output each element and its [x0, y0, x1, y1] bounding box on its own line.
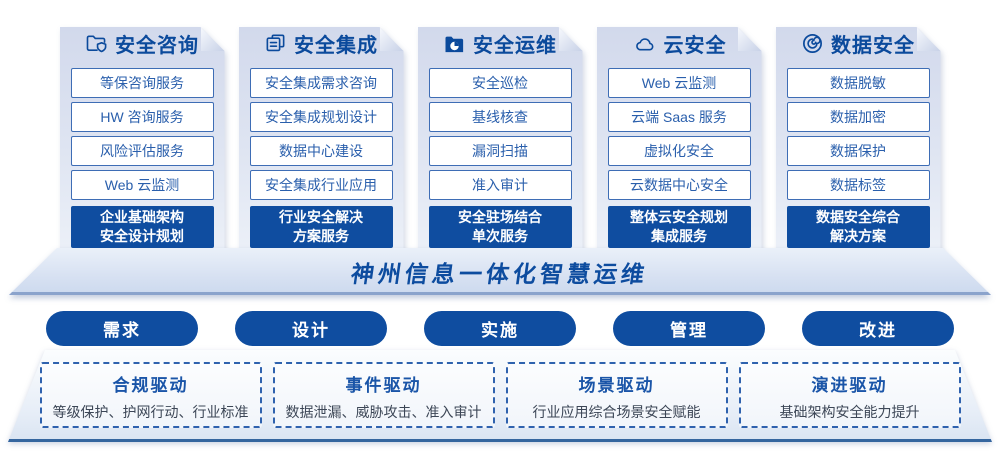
solution-line: 解决方案 [830, 228, 886, 244]
banner-title: 神州信息一体化智慧运维 [349, 260, 651, 287]
card-header: 云安全 [597, 27, 762, 60]
card-title: 安全集成 [294, 35, 378, 57]
solution-line: 方案服务 [293, 228, 349, 244]
service-item: 数据中心建设 [250, 136, 393, 166]
driver-box-compliance: 合规驱动 等级保护、护网行动、行业标准 [39, 362, 262, 428]
process-pill-implement: 实施 [424, 311, 576, 346]
solution-line: 企业基础架构 [100, 209, 184, 225]
service-item: 安全集成行业应用 [250, 170, 393, 200]
driver-desc: 等级保护、护网行动、行业标准 [52, 404, 249, 420]
card-header: 数据安全 [776, 27, 941, 60]
card-items: 安全集成需求咨询 安全集成规划设计 数据中心建设 安全集成行业应用 [239, 60, 404, 200]
folder-clock-icon [443, 32, 466, 55]
card-fold-corner [917, 27, 941, 51]
service-item: 安全集成需求咨询 [250, 68, 393, 98]
card-header: 安全运维 [418, 27, 583, 60]
service-item: 数据标签 [787, 170, 930, 200]
card-header: 安全咨询 [60, 27, 225, 60]
service-item: 云数据中心安全 [608, 170, 751, 200]
driver-desc: 数据泄漏、威胁攻击、准入审计 [285, 404, 482, 420]
service-item: 基线核查 [429, 102, 572, 132]
service-card-data: 数据安全 数据脱敏 数据加密 数据保护 数据标签 数据安全综合 解决方案 [776, 8, 941, 269]
driver-box-incident: 事件驱动 数据泄漏、威胁攻击、准入审计 [272, 362, 495, 428]
solution-line: 整体云安全规划 [630, 209, 728, 225]
stacked-docs-icon [264, 32, 287, 55]
service-item: 云端 Saas 服务 [608, 102, 751, 132]
driver-title: 演进驱动 [811, 376, 888, 395]
service-item: 虚拟化安全 [608, 136, 751, 166]
solution-box: 整体云安全规划 集成服务 [608, 206, 751, 248]
card-header: 安全集成 [239, 27, 404, 60]
service-item: 数据脱敏 [787, 68, 930, 98]
process-pill-manage: 管理 [613, 311, 765, 346]
solution-box: 企业基础架构 安全设计规划 [71, 206, 214, 248]
solution-line: 集成服务 [651, 228, 707, 244]
process-pill-improve: 改进 [802, 311, 954, 346]
service-columns: 安全咨询 等保咨询服务 HW 咨询服务 风险评估服务 Web 云监测 企业基础架… [0, 8, 1000, 269]
service-item: 准入审计 [429, 170, 572, 200]
card-title: 数据安全 [831, 35, 915, 57]
driver-box-evolution: 演进驱动 基础架构安全能力提升 [738, 362, 961, 428]
service-card: 数据安全 数据脱敏 数据加密 数据保护 数据标签 数据安全综合 解决方案 [776, 27, 941, 269]
service-item: 风险评估服务 [71, 136, 214, 166]
card-fold-corner [738, 27, 762, 51]
card-fold-corner [201, 27, 225, 51]
card-fold-corner [559, 27, 583, 51]
solution-line: 单次服务 [472, 228, 528, 244]
process-pill-design: 设计 [235, 311, 387, 346]
driver-desc: 行业应用综合场景安全赋能 [532, 404, 701, 420]
card-items: 安全巡检 基线核查 漏洞扫描 准入审计 [418, 60, 583, 200]
data-spiral-icon [801, 32, 824, 55]
service-card: 安全运维 安全巡检 基线核查 漏洞扫描 准入审计 安全驻场结合 单次服务 [418, 27, 583, 269]
service-card-operations: 安全运维 安全巡检 基线核查 漏洞扫描 准入审计 安全驻场结合 单次服务 [418, 8, 583, 269]
process-steps: 需求 设计 实施 管理 改进 [0, 311, 1000, 346]
card-title: 安全运维 [473, 35, 557, 57]
process-pill-demand: 需求 [46, 311, 198, 346]
driver-title: 合规驱动 [112, 376, 189, 395]
card-items: Web 云监测 云端 Saas 服务 虚拟化安全 云数据中心安全 [597, 60, 762, 200]
driver-title: 场景驱动 [578, 376, 655, 395]
service-item: Web 云监测 [71, 170, 214, 200]
service-card-integration: 安全集成 安全集成需求咨询 安全集成规划设计 数据中心建设 安全集成行业应用 行… [239, 8, 404, 269]
solution-box: 行业安全解决 方案服务 [250, 206, 393, 248]
service-card-consulting: 安全咨询 等保咨询服务 HW 咨询服务 风险评估服务 Web 云监测 企业基础架… [60, 8, 225, 269]
service-item: 安全巡检 [429, 68, 572, 98]
service-item: 安全集成规划设计 [250, 102, 393, 132]
service-item: 漏洞扫描 [429, 136, 572, 166]
drivers-row: 合规驱动 等级保护、护网行动、行业标准 事件驱动 数据泄漏、威胁攻击、准入审计 … [0, 362, 1000, 428]
service-card-cloud: 云安全 Web 云监测 云端 Saas 服务 虚拟化安全 云数据中心安全 整体云… [597, 8, 762, 269]
solution-line: 行业安全解决 [279, 209, 363, 225]
folder-shield-icon [85, 32, 108, 55]
service-card: 安全集成 安全集成需求咨询 安全集成规划设计 数据中心建设 安全集成行业应用 行… [239, 27, 404, 269]
driver-title: 事件驱动 [345, 376, 422, 395]
driver-desc: 基础架构安全能力提升 [779, 404, 920, 420]
service-item: HW 咨询服务 [71, 102, 214, 132]
service-item: 数据保护 [787, 136, 930, 166]
service-card: 云安全 Web 云监测 云端 Saas 服务 虚拟化安全 云数据中心安全 整体云… [597, 27, 762, 269]
card-title: 安全咨询 [115, 35, 199, 57]
service-item: Web 云监测 [608, 68, 751, 98]
driver-box-scenario: 场景驱动 行业应用综合场景安全赋能 [505, 362, 728, 428]
solution-box: 数据安全综合 解决方案 [787, 206, 930, 248]
service-item: 等保咨询服务 [71, 68, 214, 98]
banner-underline [0, 292, 1000, 295]
solution-box: 安全驻场结合 单次服务 [429, 206, 572, 248]
service-card: 安全咨询 等保咨询服务 HW 咨询服务 风险评估服务 Web 云监测 企业基础架… [60, 27, 225, 269]
service-item: 数据加密 [787, 102, 930, 132]
drivers-panel-underline [0, 439, 1000, 442]
cloud-icon [632, 32, 657, 55]
banner-wrap: 神州信息一体化智慧运维 [0, 248, 1000, 295]
banner: 神州信息一体化智慧运维 [0, 248, 1000, 295]
solution-line: 安全驻场结合 [458, 209, 542, 225]
card-title: 云安全 [663, 35, 727, 57]
card-fold-corner [380, 27, 404, 51]
solution-line: 安全设计规划 [100, 228, 184, 244]
solution-line: 数据安全综合 [816, 209, 900, 225]
card-items: 数据脱敏 数据加密 数据保护 数据标签 [776, 60, 941, 200]
card-items: 等保咨询服务 HW 咨询服务 风险评估服务 Web 云监测 [60, 60, 225, 200]
